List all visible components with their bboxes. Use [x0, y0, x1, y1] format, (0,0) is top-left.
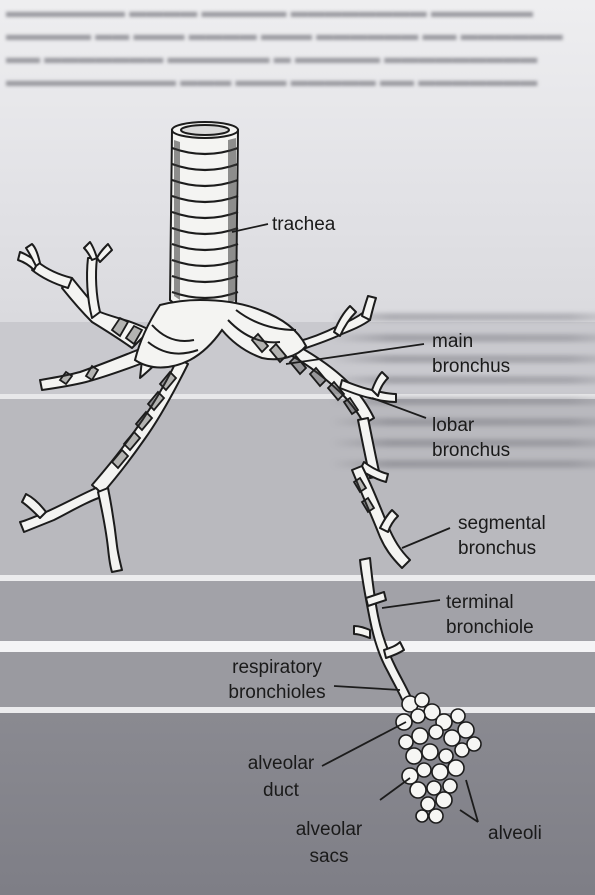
band-separator	[0, 394, 595, 399]
label-respiratory-bronchioles: respiratory bronchioles	[212, 656, 342, 704]
background-band-top	[0, 0, 595, 322]
trachea-illustration	[168, 121, 240, 318]
band-separator	[0, 575, 595, 581]
label-segmental-bronchus-line1: segmental	[458, 513, 546, 534]
label-lobar-bronchus-line2: bronchus	[432, 440, 511, 461]
background-band-bottom-2	[0, 713, 595, 895]
bronchus-cartilage-rings	[58, 316, 376, 514]
label-trachea: trachea	[272, 214, 336, 235]
label-respiratory-bronchioles-line2: bronchioles	[228, 682, 326, 703]
label-alveolar-sacs: alveolar sacs	[284, 818, 374, 868]
label-terminal-bronchiole-line2: bronchiole	[446, 617, 534, 638]
left-bronchial-tree	[17, 241, 206, 573]
label-alveolar-duct-line2: duct	[263, 780, 299, 801]
label-main-bronchus-line2: bronchus	[432, 356, 511, 377]
label-lobar-bronchus: lobar bronchus	[432, 414, 510, 462]
label-lobar-bronchus-line1: lobar	[432, 415, 475, 436]
label-alveolar-sacs-line1: alveolar	[295, 819, 363, 840]
label-respiratory-bronchioles-line1: respiratory	[232, 657, 322, 678]
label-alveolar-sacs-line2: sacs	[309, 846, 349, 867]
label-terminal-bronchiole-line1: terminal	[446, 592, 514, 613]
bleed-through-lines	[330, 300, 595, 470]
band-separator	[0, 707, 595, 713]
background-band-lower	[0, 581, 595, 641]
label-terminal-bronchiole: terminal bronchiole	[446, 591, 534, 639]
label-alveolar-duct-line1: alveolar	[247, 753, 315, 774]
label-alveoli: alveoli	[488, 823, 542, 844]
label-main-bronchus: main bronchus	[432, 330, 510, 378]
label-segmental-bronchus: segmental bronchus	[458, 512, 546, 560]
label-alveolar-duct: alveolar duct	[236, 752, 326, 802]
leader-lines	[231, 223, 479, 823]
alveolar-cluster-illustration	[395, 692, 482, 824]
label-segmental-bronchus-line2: bronchus	[458, 538, 537, 559]
band-separator	[0, 641, 595, 652]
bleed-through-text: ▬▬▬▬▬▬▬ ▬▬▬▬ ▬▬▬▬▬ ▬▬▬▬▬▬▬▬ ▬▬▬▬▬▬ ▬▬▬▬▬…	[6, 2, 563, 90]
background-band-bottom-1	[0, 652, 595, 710]
label-main-bronchus-line1: main	[432, 331, 474, 352]
